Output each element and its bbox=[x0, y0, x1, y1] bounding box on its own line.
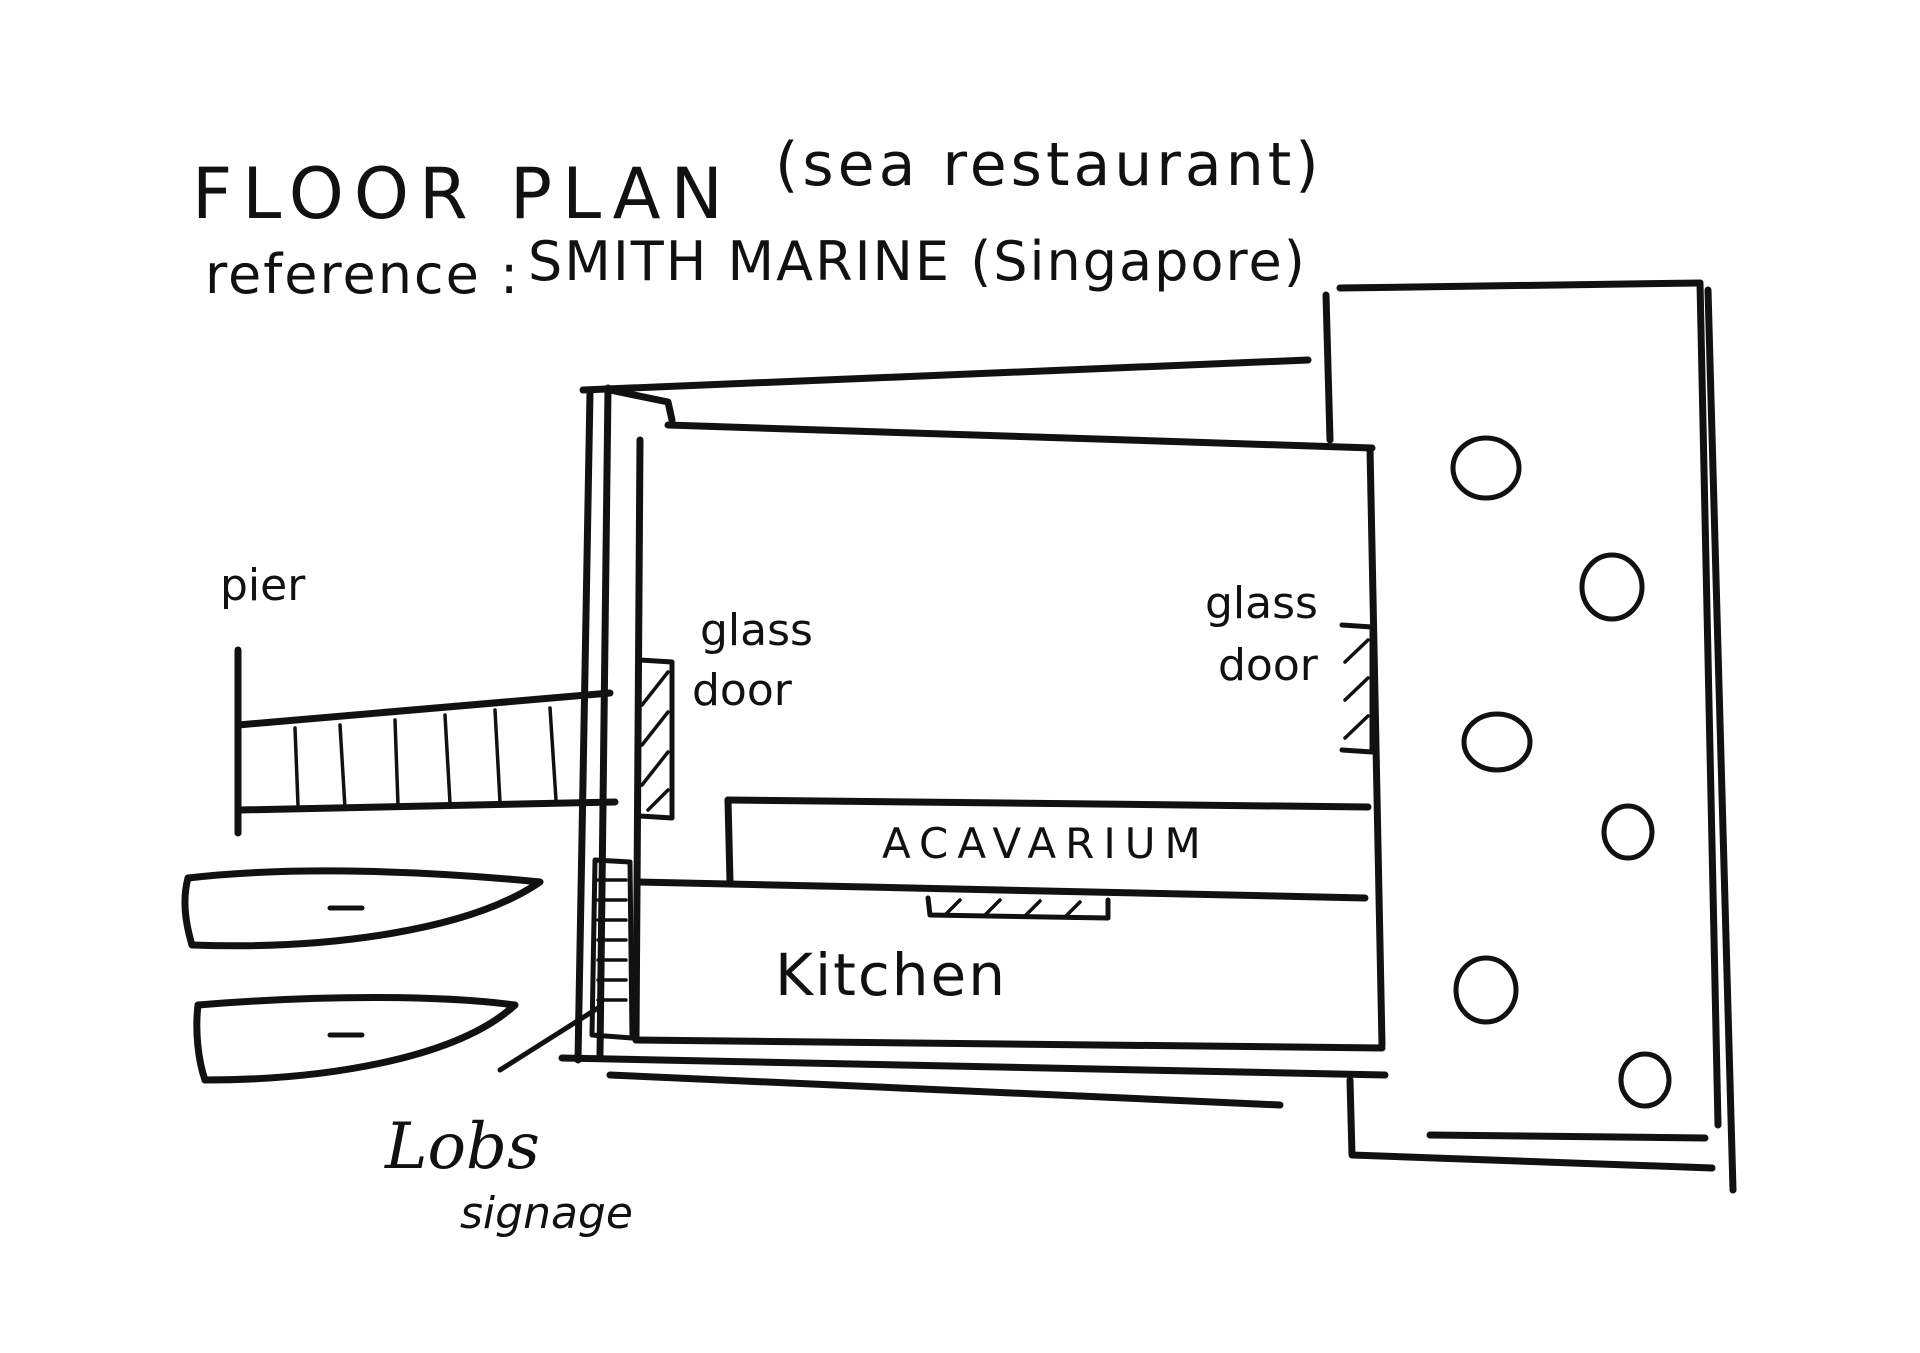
left-glass-door-label-1: glass bbox=[700, 605, 813, 656]
right-glass-door bbox=[1339, 622, 1375, 755]
pool-circle bbox=[1618, 1051, 1672, 1109]
pool-circle bbox=[1450, 435, 1522, 501]
pool-deck bbox=[1322, 279, 1737, 1194]
pool-circle bbox=[1601, 803, 1655, 861]
left-glass-door bbox=[637, 657, 675, 821]
signage-label-2: signage bbox=[460, 1188, 633, 1239]
boat-upper bbox=[181, 867, 544, 950]
left-glass-door-label-2: door bbox=[692, 665, 793, 716]
aquarium-label: ACAVARIUM bbox=[882, 819, 1210, 868]
right-glass-door-label-1: glass bbox=[1205, 578, 1318, 629]
pier-label: pier bbox=[220, 560, 306, 611]
dining-room-outline bbox=[632, 421, 1386, 1052]
pool-circle bbox=[1453, 955, 1519, 1025]
pier bbox=[234, 646, 619, 837]
lobs-signage-marker bbox=[497, 857, 635, 1073]
kitchen-label: Kitchen bbox=[775, 941, 1007, 1009]
aquarium bbox=[634, 796, 1372, 921]
reference-value: SMITH MARINE (Singapore) bbox=[528, 230, 1307, 293]
pool-circles bbox=[1450, 435, 1672, 1109]
plan-title-note: (sea restaurant) bbox=[775, 130, 1323, 200]
boat-lower bbox=[193, 994, 519, 1084]
right-glass-door-label-2: door bbox=[1218, 640, 1319, 691]
restaurant-outer-frame bbox=[558, 356, 1389, 1109]
pool-circle bbox=[1461, 711, 1533, 773]
plan-title: FLOOR PLAN bbox=[192, 153, 733, 235]
pool-circle bbox=[1579, 552, 1645, 622]
signage-label-1: Lobs bbox=[384, 1110, 540, 1184]
reference-label: reference : bbox=[205, 243, 520, 306]
